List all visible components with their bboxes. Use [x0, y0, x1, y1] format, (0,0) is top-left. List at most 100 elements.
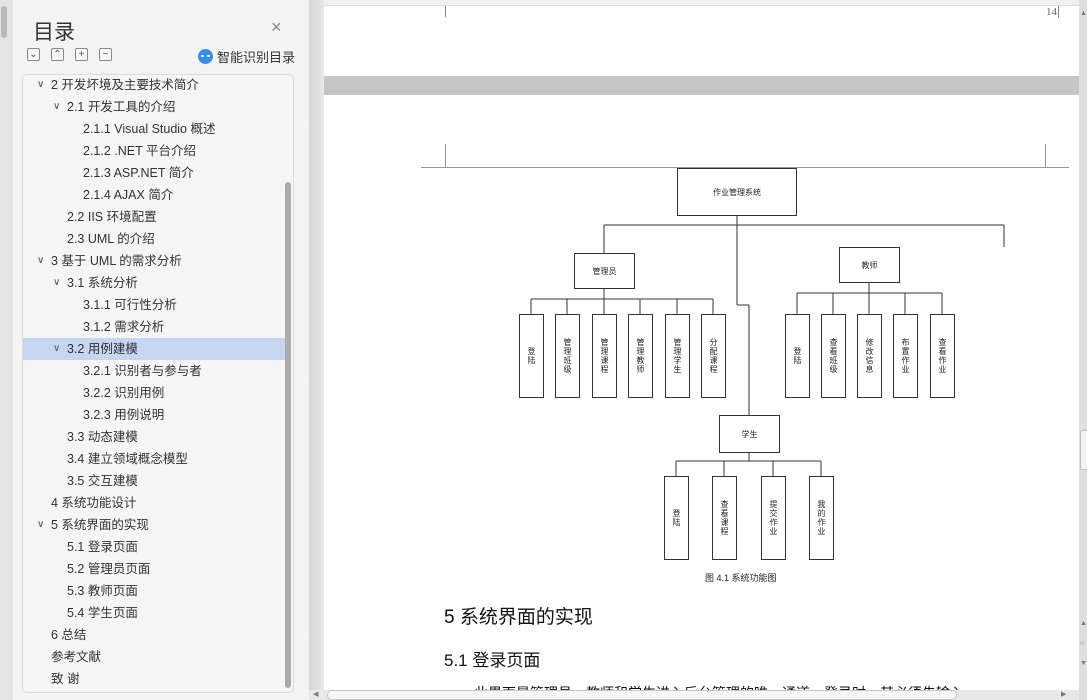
toc-item[interactable]: 2.1.3 ASP.NET 简介 [23, 162, 285, 184]
current-page: 作业管理系统管理员登陆管理班级管理课程管理教师管理学生分配课程教师登陆查看班级修… [324, 95, 1079, 700]
toc-item[interactable]: 3.3 动态建模 [23, 426, 285, 448]
toc-item[interactable]: 3.1.1 可行性分析 [23, 294, 285, 316]
vertical-scroll-thumb[interactable] [1080, 430, 1087, 470]
margin-mark-left [445, 144, 446, 167]
toc-item[interactable]: 3.5 交互建模 [23, 470, 285, 492]
toc-item[interactable]: ∨ 3.1 系统分析 [23, 272, 285, 294]
system-function-diagram: 作业管理系统管理员登陆管理班级管理课程管理教师管理学生分配课程教师登陆查看班级修… [324, 95, 1079, 595]
collapse-up-icon[interactable]: ⌃ [51, 48, 64, 61]
toc-item-label: 4 系统功能设计 [51, 496, 137, 510]
horizontal-scrollbar[interactable]: ◀ ▶ [309, 690, 1079, 700]
heading-chapter-5: 5 系统界面的实现 [444, 607, 593, 628]
toc-item-label: 3.4 建立领域概念模型 [67, 452, 188, 466]
chevron-down-icon[interactable]: ∨ [37, 255, 45, 266]
toc-item[interactable]: 致 谢 [23, 668, 285, 690]
toc-item[interactable]: 5.2 管理员页面 [23, 558, 285, 580]
toc-item[interactable]: 2.1.4 AJAX 简介 [23, 184, 285, 206]
toc-item[interactable]: 5.1 登录页面 [23, 536, 285, 558]
diagram-node-teacher-function: 布置作业 [893, 314, 918, 398]
expand-all-icon[interactable]: + [75, 48, 88, 61]
toc-item[interactable]: ∨ 3 基于 UML 的需求分析 [23, 250, 285, 272]
diagram-node-teacher: 教师 [839, 247, 900, 283]
heading-section-5-1: 5.1 登录页面 [444, 651, 541, 670]
toc-item[interactable]: 2.3 UML 的介绍 [23, 228, 285, 250]
chevron-down-icon[interactable]: ∨ [53, 277, 61, 288]
toc-item-label: 3.2.3 用例说明 [83, 408, 165, 422]
toc-item[interactable]: 参考文献 [23, 646, 285, 668]
toc-item-label: 3.3 动态建模 [67, 430, 138, 444]
next-page-icon[interactable]: ▼ [1080, 660, 1087, 667]
toc-item[interactable]: 5.4 学生页面 [23, 602, 285, 624]
toc-item[interactable]: 3.4 建立领域概念模型 [23, 448, 285, 470]
toc-tree: ∨ 2 开发坏境及主要技术简介 ∨ 2.1 开发工具的介绍 2.1.1 Visual S… [22, 74, 294, 693]
close-icon[interactable]: × [271, 17, 282, 37]
toc-item-label: 3 基于 UML 的需求分析 [51, 254, 182, 268]
toc-item[interactable]: 2.2 IIS 环境配置 [23, 206, 285, 228]
toc-item-label: 参考文献 [51, 650, 102, 664]
toc-item-label: 2.1.4 AJAX 简介 [83, 188, 174, 202]
toc-item[interactable]: 3.2.1 识别者与参与者 [23, 360, 285, 382]
horizontal-scroll-thumb[interactable] [327, 690, 957, 700]
toc-item-label: 5.1 登录页面 [67, 540, 138, 554]
prev-page-icon[interactable]: ▲ [1080, 620, 1087, 627]
margin-mark [445, 6, 446, 17]
expand-down-icon[interactable]: ⌄ [27, 48, 40, 61]
diagram-node-teacher-function: 登陆 [785, 314, 810, 398]
chevron-down-icon[interactable]: ∨ [53, 343, 61, 354]
diagram-node-student-function: 我的作业 [809, 476, 834, 560]
doc-left-margin [309, 0, 324, 700]
toc-item-label: 2.3 UML 的介绍 [67, 232, 155, 246]
toc-item[interactable]: 3.1.2 需求分析 [23, 316, 285, 338]
toc-item[interactable]: 4 系统功能设计 [23, 492, 285, 514]
vertical-scrollbar[interactable]: ▲ ▲ ○ ▼ [1079, 0, 1087, 700]
toc-scrollbar[interactable] [285, 182, 291, 688]
toc-item[interactable]: 3.2.3 用例说明 [23, 404, 285, 426]
chevron-down-icon[interactable]: ∨ [37, 79, 45, 90]
left-strip-scroll-thumb[interactable] [1, 6, 7, 38]
scroll-up-icon[interactable]: ▲ [1080, 10, 1087, 17]
toc-item-label: 3.1.2 需求分析 [83, 320, 165, 334]
chevron-down-icon[interactable]: ∨ [53, 101, 61, 112]
ruler-strip [324, 0, 1079, 6]
toc-item-label: 2.1 开发工具的介绍 [67, 100, 176, 114]
toc-item[interactable]: 2.1.2 .NET 平台介绍 [23, 140, 285, 162]
scroll-right-icon[interactable]: ▶ [1061, 691, 1067, 698]
toc-item[interactable]: ∨ 2.1 开发工具的介绍 [23, 96, 285, 118]
toc-item[interactable]: 6 总结 [23, 624, 285, 646]
chevron-down-icon[interactable]: ∨ [37, 519, 45, 530]
figure-caption: 图 4.1 系统功能图 [705, 573, 777, 583]
diagram-node-admin-function: 管理班级 [555, 314, 580, 398]
toc-item[interactable]: 5.3 教师页面 [23, 580, 285, 602]
toc-title: 目录 [33, 21, 75, 44]
toc-item[interactable]: ∨3.2 用例建模 [23, 338, 285, 360]
diagram-node-admin-function: 管理课程 [592, 314, 617, 398]
page-number: 14 [1046, 6, 1057, 18]
toc-item-label: 2 开发坏境及主要技术简介 [51, 78, 199, 92]
toc-item-label: 2.1.2 .NET 平台介绍 [83, 144, 196, 158]
toc-item-label: 3.1 系统分析 [67, 276, 138, 290]
diagram-connectors [530, 216, 1005, 476]
toc-item[interactable]: ∨ 5 系统界面的实现 [23, 514, 285, 536]
collapse-all-icon[interactable]: − [99, 48, 112, 61]
diagram-node-teacher-function: 查看作业 [930, 314, 955, 398]
toc-item[interactable]: ∨ 2 开发坏境及主要技术简介 [23, 75, 285, 96]
document-canvas: 14 作业管理系统管理员登陆管理班级管理课程管理教师管理学生分配课程教师登陆查看… [309, 0, 1079, 700]
toc-item-label: 5.3 教师页面 [67, 584, 138, 598]
previous-page-bottom: 14 [324, 6, 1079, 76]
toc-item-label: 6 总结 [51, 628, 87, 642]
toc-item-label: 致 谢 [51, 672, 80, 686]
toc-item-label: 5 系统界面的实现 [51, 518, 149, 532]
diagram-node-student-function: 查看课程 [712, 476, 737, 560]
diagram-node-admin-function: 分配课程 [701, 314, 726, 398]
toc-item-label: 3.2.2 识别用例 [83, 386, 165, 400]
smart-toc-button[interactable]: 智能识别目录 [198, 47, 295, 66]
toc-item[interactable]: 3.2.2 识别用例 [23, 382, 285, 404]
diagram-node-admin-function: 管理学生 [665, 314, 690, 398]
diagram-node-student-function: 提交作业 [761, 476, 786, 560]
select-browse-icon[interactable]: ○ [1080, 640, 1085, 647]
scroll-left-icon[interactable]: ◀ [313, 691, 319, 698]
toc-item[interactable]: 2.1.1 Visual Studio 概述 [23, 118, 285, 140]
diagram-node-root: 作业管理系统 [677, 168, 797, 216]
toc-toolbar: ⌄ ⌃ + − [27, 48, 112, 61]
